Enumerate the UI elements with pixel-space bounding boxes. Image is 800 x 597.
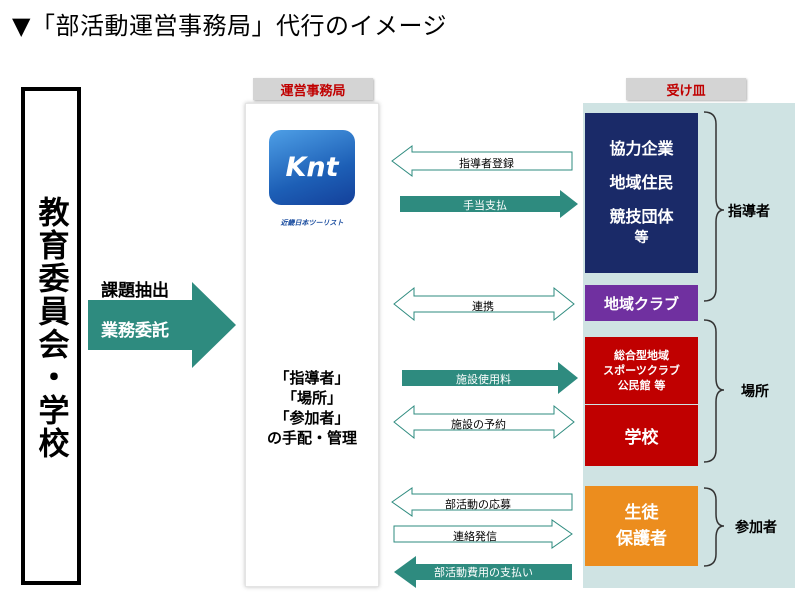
page-title: ▼「部活動運営事務局」代行のイメージ — [12, 12, 447, 40]
arrow-facility-fee — [402, 362, 578, 394]
label-instructor-registration: 指導者登録 — [459, 157, 514, 170]
education-board-label: 教育委員会・学校 — [32, 196, 69, 460]
label-club-fee-payment: 部活動費用の支払い — [434, 566, 533, 579]
category-participant: 参加者 — [735, 520, 777, 536]
category-brackets — [703, 111, 725, 567]
label-facility-reservation: 施設の予約 — [451, 418, 506, 431]
arrow-club-application — [391, 487, 573, 517]
sports-organizations: 競技団体 — [609, 207, 674, 226]
task-extraction-label: 課題抽出 — [101, 281, 169, 301]
label-contact-notification: 連絡発信 — [453, 530, 497, 543]
receiver-header: 受け皿 — [626, 78, 746, 100]
participant-bracket — [703, 487, 725, 567]
label-allowance-payment: 手当支払 — [463, 199, 507, 212]
arrow-facility-reservation — [393, 404, 575, 440]
office-text-line1: 「指導者」 — [274, 369, 350, 387]
task-delegation-label: 業務委託 — [101, 321, 169, 341]
local-residents: 地域住民 — [609, 173, 674, 192]
office-text-line3: 「参加者」 — [274, 409, 350, 427]
arrow-club-fee-payment — [394, 556, 572, 588]
partner-companies: 協力企業 — [609, 139, 674, 158]
arrow-cooperation — [393, 286, 575, 322]
education-board-box: 教育委員会・学校 — [21, 87, 81, 585]
flow-arrows — [391, 145, 578, 588]
office-text-line4: の手配・管理 — [266, 429, 357, 447]
instructor-bracket — [703, 111, 725, 302]
community-club-label: 地域クラブ — [603, 294, 679, 313]
knt-logo-subtitle: 近畿日本ツーリスト — [280, 219, 344, 227]
sports-club-line1: 総合型地域 — [614, 349, 669, 362]
office-text-line2: 「場所」 — [281, 389, 342, 407]
students-label: 生徒 — [624, 503, 659, 523]
arrow-allowance-payment — [400, 190, 578, 218]
knt-logo-text: Knt — [285, 152, 339, 183]
school-label: 学校 — [624, 428, 659, 448]
guardians-label: 保護者 — [616, 529, 667, 549]
sports-club-line2: スポーツクラブ — [603, 364, 680, 377]
operations-office-box — [245, 103, 379, 587]
office-description: 「指導者」 「場所」 「参加者」 の手配・管理 — [245, 368, 379, 448]
knt-logo: Knt — [269, 130, 355, 205]
sports-club-box: 総合型地域 スポーツクラブ 公民館 等 — [585, 337, 698, 404]
category-instructor: 指導者 — [728, 204, 770, 220]
partner-box: 協力企業 地域住民 競技団体 等 — [585, 113, 698, 273]
label-cooperation: 連携 — [472, 300, 494, 313]
arrow-instructor-registration — [391, 145, 573, 177]
students-box: 生徒 保護者 — [585, 486, 698, 566]
delegation-arrow — [88, 282, 236, 368]
arrow-contact-notification — [393, 519, 573, 549]
sports-club-line3: 公民館 等 — [617, 379, 666, 392]
community-club-box: 地域クラブ — [585, 285, 698, 321]
operations-office-header: 運営事務局 — [253, 78, 373, 100]
category-place: 場所 — [741, 384, 769, 400]
place-bracket — [703, 319, 725, 463]
label-facility-fee: 施設使用料 — [456, 373, 511, 386]
school-box: 学校 — [585, 405, 698, 466]
partner-etc: 等 — [634, 230, 649, 246]
label-club-application: 部活動の応募 — [445, 498, 511, 511]
